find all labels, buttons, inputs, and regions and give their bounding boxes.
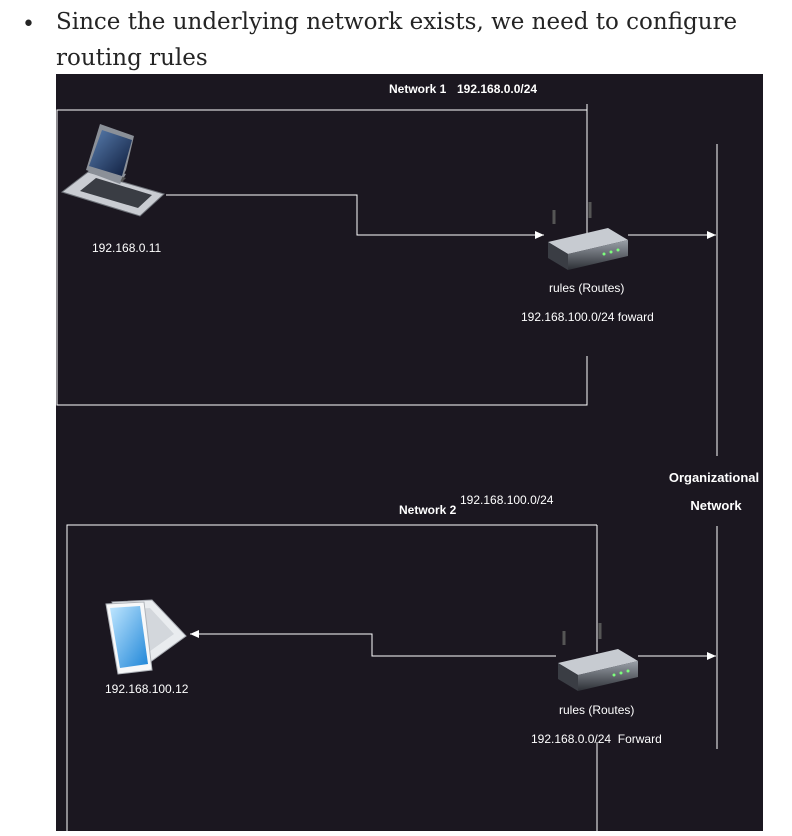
laptop2-ip: 192.168.100.12 — [105, 682, 189, 696]
bullet-dot: • — [22, 12, 35, 37]
laptop2-icon — [105, 599, 187, 675]
router2-route-rule: 192.168.0.0/24 Forward — [531, 732, 662, 746]
router2-icon — [558, 623, 638, 691]
laptop1-to-router1-link — [166, 194, 544, 239]
router2-label: rules (Routes) — [559, 703, 634, 717]
network2-cidr: 192.168.100.0/24 — [460, 493, 554, 507]
router2-to-laptop2-link — [190, 630, 556, 657]
diagram-canvas: Network 1 192.168.0.0/24 192.168.0.11 ru… — [56, 82, 759, 831]
router1-label: rules (Routes) — [549, 281, 624, 295]
network1-label: Network 1 — [389, 82, 447, 96]
network2-boundary — [66, 524, 597, 831]
network1-cidr: 192.168.0.0/24 — [457, 82, 537, 96]
org-network-label-line1: Organizational — [669, 470, 759, 485]
router1-icon — [548, 202, 628, 270]
network1-boundary — [56, 104, 588, 406]
network2-label: Network 2 — [399, 503, 457, 517]
bullet-text: Since the underlying network exists, we … — [56, 9, 738, 71]
org-network-label-line2: Network — [690, 498, 742, 513]
router1-route-rule: 192.168.100.0/24 foward — [521, 310, 654, 324]
laptop1-ip: 192.168.0.11 — [92, 241, 162, 255]
network-diagram: Network 1 192.168.0.0/24 192.168.0.11 ru… — [56, 74, 763, 831]
laptop1-icon — [60, 124, 165, 217]
